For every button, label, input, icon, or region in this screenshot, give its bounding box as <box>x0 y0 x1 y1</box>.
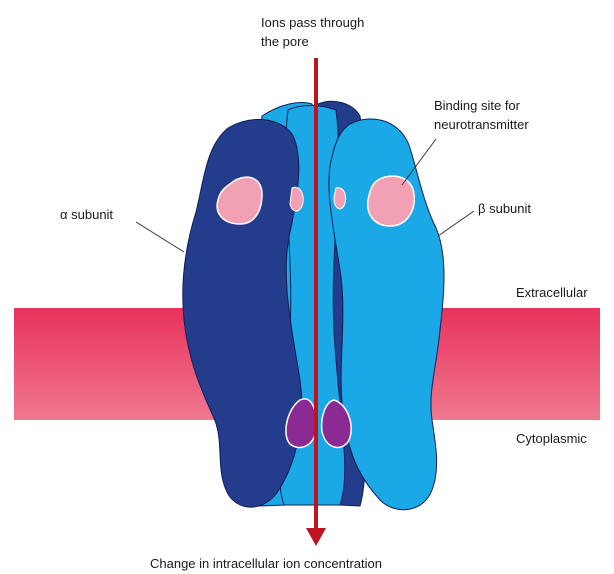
beta-label: β subunit <box>478 201 531 216</box>
down-arrow-icon <box>306 528 326 546</box>
binding-site-left-inner <box>290 187 303 211</box>
binding-site-right-inner <box>334 188 346 209</box>
pore-label-line2: the pore <box>261 34 309 49</box>
alpha-leader-line <box>136 222 184 252</box>
alpha-label: α subunit <box>60 207 113 222</box>
binding-site-right <box>368 176 415 226</box>
cytoplasmic-label: Cytoplasmic <box>516 431 587 446</box>
binding-label-line2: neurotransmitter <box>434 117 529 132</box>
binding-label-line1: Binding site for <box>434 98 521 113</box>
extracellular-label: Extracellular <box>516 285 588 300</box>
bottom-caption: Change in intracellular ion concentratio… <box>150 556 382 571</box>
beta-leader-line <box>438 211 474 236</box>
pore-label-line1: Ions pass through <box>261 15 364 30</box>
